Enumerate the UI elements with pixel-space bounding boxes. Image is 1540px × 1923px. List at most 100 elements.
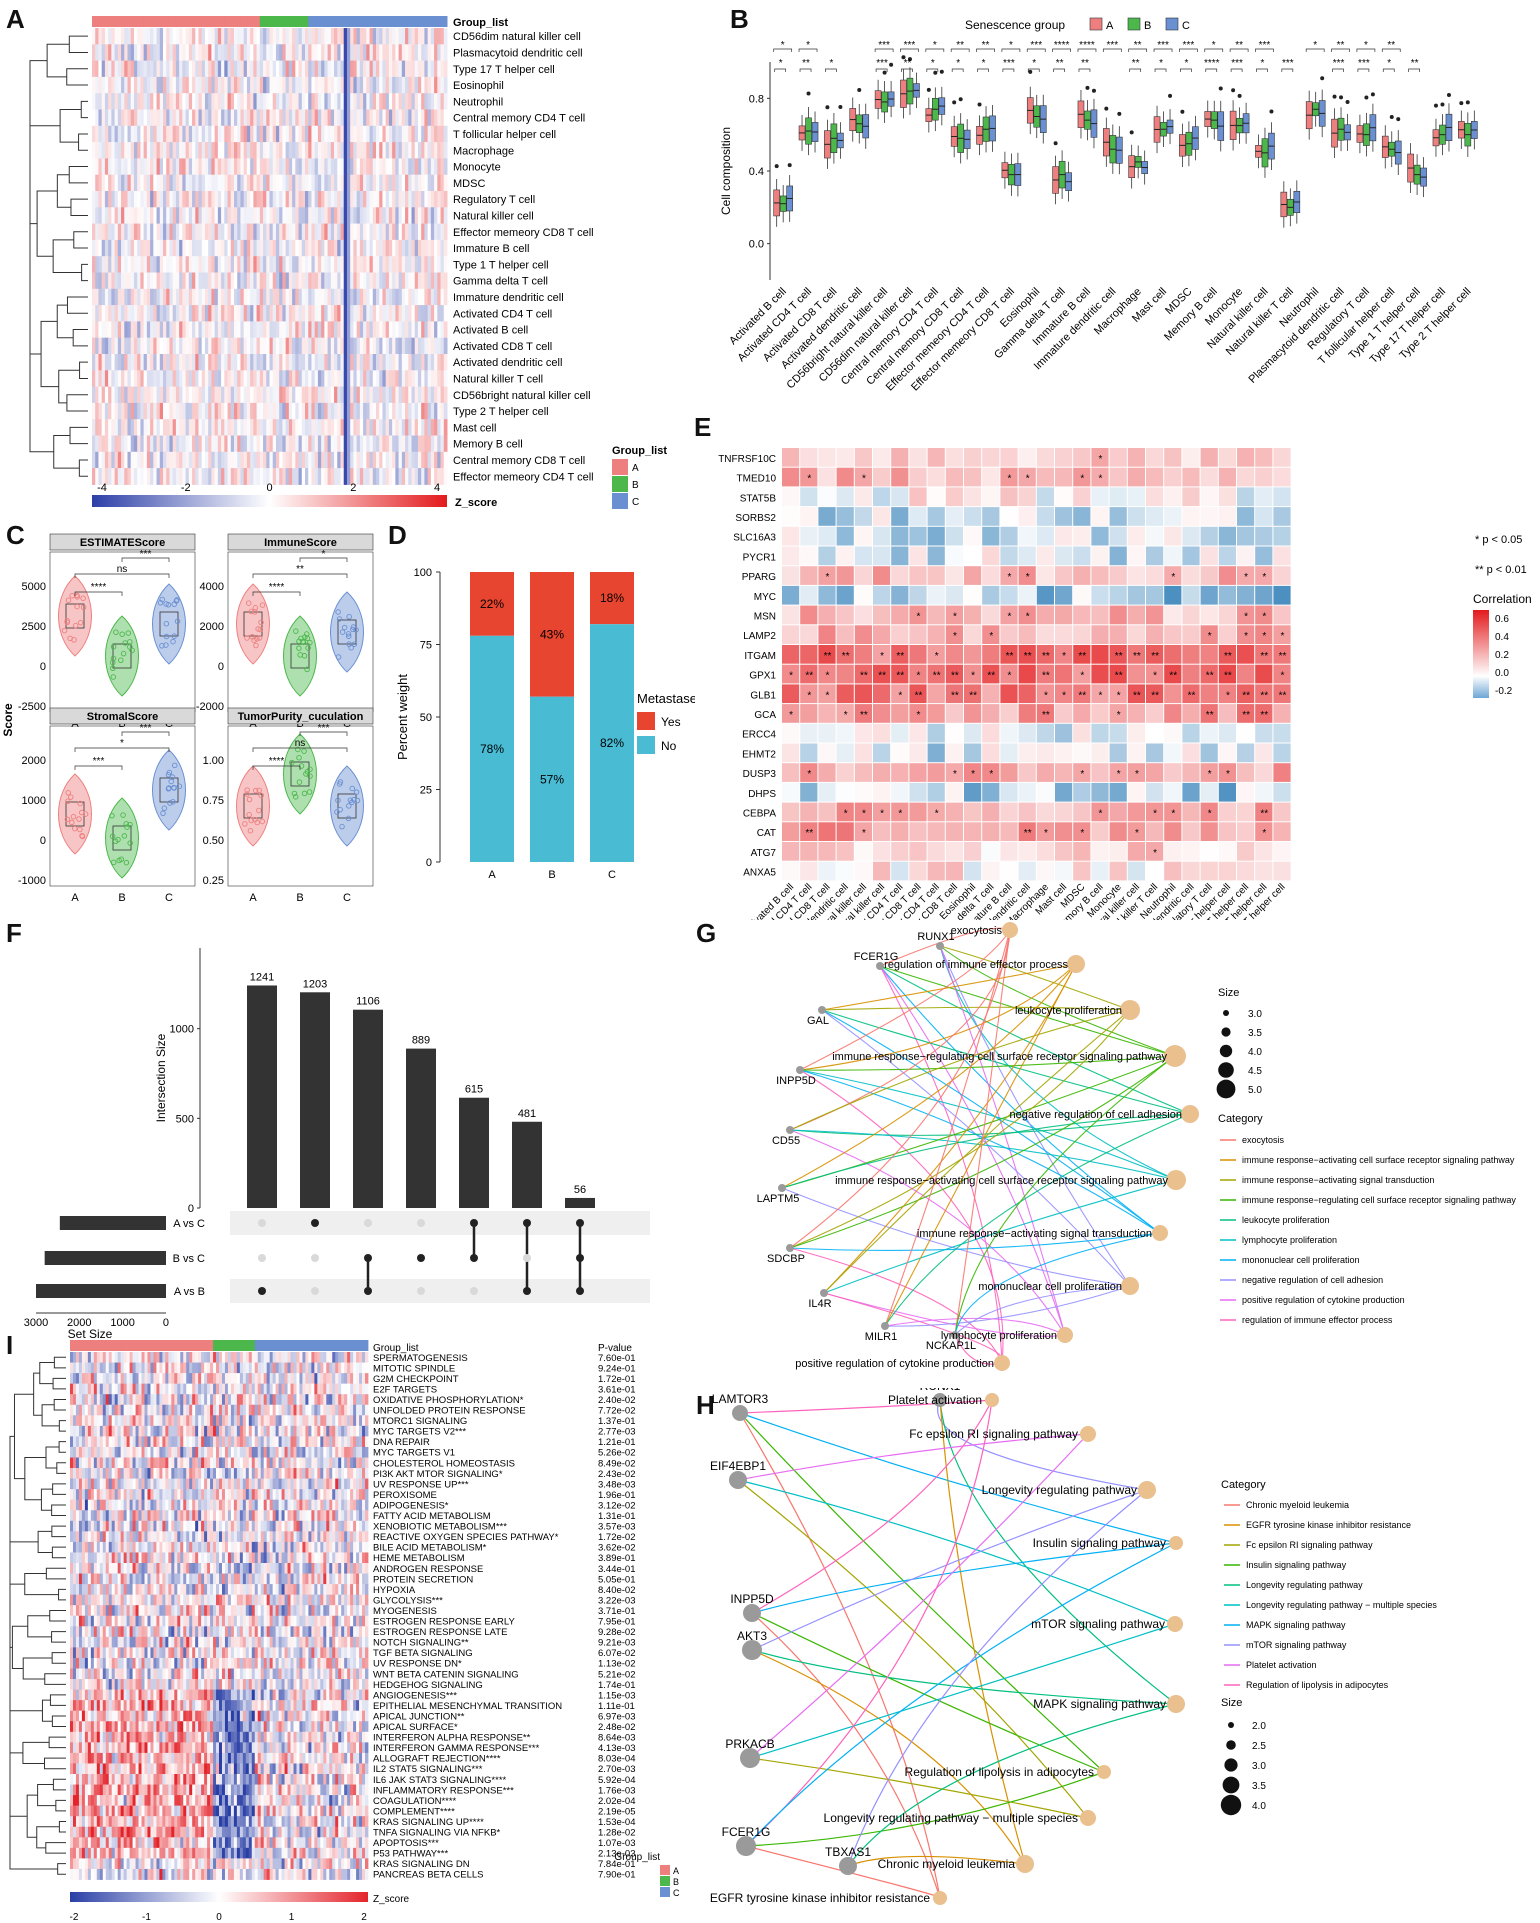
heatmap-cell bbox=[114, 207, 119, 225]
heatmap-cell bbox=[427, 60, 432, 78]
heatmap-cell bbox=[411, 419, 416, 436]
heatmap-cell bbox=[308, 142, 312, 159]
heatmap-cell bbox=[201, 288, 206, 306]
group-bar-cell bbox=[204, 16, 209, 27]
heatmap-cell bbox=[395, 93, 400, 110]
heatmap-cell bbox=[288, 125, 293, 143]
heatmap-cell bbox=[401, 305, 406, 322]
sig-mark: * bbox=[1008, 671, 1012, 682]
heatmap-cell bbox=[324, 207, 329, 225]
heatmap-cell bbox=[101, 435, 106, 453]
heatmap-cell bbox=[421, 468, 425, 485]
heatmap-cell bbox=[114, 174, 119, 192]
y-tick: 0.0 bbox=[749, 239, 764, 251]
heatmap-cell bbox=[95, 370, 99, 388]
heatmap-cell bbox=[98, 207, 103, 225]
corr-cell bbox=[1018, 802, 1036, 822]
corr-cell bbox=[1091, 782, 1109, 802]
corr-cell bbox=[836, 645, 854, 664]
corr-cell bbox=[854, 566, 872, 585]
sig-bracket bbox=[875, 68, 888, 72]
heatmap-cell bbox=[443, 223, 448, 241]
heatmap-cell bbox=[140, 435, 145, 453]
heatmap-cell bbox=[221, 321, 225, 339]
heatmap-cell bbox=[405, 386, 409, 404]
heatmap-cell bbox=[143, 419, 148, 436]
heatmap-cell bbox=[130, 207, 135, 225]
heatmap-cell bbox=[372, 370, 377, 388]
corr-cell bbox=[1036, 605, 1054, 625]
heatmap-cell bbox=[172, 109, 177, 127]
heatmap-cell bbox=[327, 44, 332, 62]
corr-cell bbox=[945, 448, 963, 467]
corr-cell bbox=[1073, 546, 1091, 566]
heatmap-cell bbox=[379, 76, 383, 94]
heatmap-cell bbox=[250, 468, 254, 485]
heatmap-cell bbox=[130, 288, 135, 306]
heatmap-cell bbox=[185, 321, 190, 339]
subplot-title: ESTIMATEScore bbox=[80, 537, 165, 549]
heatmap-cell bbox=[243, 44, 248, 62]
heatmap-cell bbox=[114, 386, 119, 404]
heatmap-cell bbox=[363, 288, 367, 306]
heatmap-cell bbox=[369, 44, 374, 62]
corr-cell bbox=[1255, 625, 1273, 644]
heatmap-cell bbox=[324, 93, 329, 110]
heatmap-cell bbox=[227, 354, 232, 371]
heatmap-cell bbox=[130, 370, 135, 388]
group-bar-cell bbox=[376, 16, 380, 27]
corr-cell bbox=[1164, 507, 1182, 526]
heatmap-cell bbox=[169, 239, 174, 257]
corr-cell bbox=[1018, 625, 1036, 644]
heatmap-cell bbox=[182, 158, 187, 176]
heatmap-cell bbox=[204, 256, 209, 273]
jitter-point bbox=[305, 645, 311, 651]
jitter-point bbox=[246, 796, 253, 803]
heatmap-cell bbox=[292, 174, 296, 192]
heatmap-cell bbox=[437, 288, 442, 306]
heatmap-cell bbox=[292, 93, 296, 110]
heatmap-cell bbox=[253, 451, 258, 469]
heatmap-cell bbox=[443, 239, 448, 257]
heatmap-cell bbox=[133, 354, 138, 371]
heatmap-cell bbox=[414, 125, 419, 143]
heatmap-cell bbox=[246, 305, 251, 322]
corr-cell bbox=[1000, 566, 1018, 585]
y-tick: 0.8 bbox=[749, 93, 764, 105]
data-label-yes: 18% bbox=[600, 591, 624, 605]
group-bar-cell bbox=[198, 16, 203, 27]
heatmap-cell bbox=[146, 239, 151, 257]
heatmap-cell bbox=[230, 256, 235, 273]
panel-label-i: I bbox=[6, 1330, 14, 1360]
heatmap-cell bbox=[98, 76, 103, 94]
jitter-point bbox=[76, 816, 82, 822]
heatmap-cell bbox=[117, 354, 122, 371]
corr-cell bbox=[818, 782, 836, 802]
heatmap-cell bbox=[356, 125, 361, 143]
corr-cell bbox=[1273, 684, 1291, 704]
heatmap-cell bbox=[256, 256, 261, 273]
heatmap-cell bbox=[366, 256, 371, 273]
heatmap-cell bbox=[382, 93, 387, 110]
heatmap-cell bbox=[363, 419, 367, 436]
heatmap-cell bbox=[263, 239, 267, 257]
heatmap-cell bbox=[327, 256, 332, 273]
heatmap-cell bbox=[117, 272, 122, 290]
heatmap-cell bbox=[314, 223, 319, 241]
heatmap-cell bbox=[321, 288, 325, 306]
heatmap-cell bbox=[376, 44, 380, 62]
heatmap-cell bbox=[211, 158, 216, 176]
corr-cell bbox=[800, 526, 818, 546]
heatmap-cell bbox=[98, 272, 103, 290]
corr-cell bbox=[1055, 664, 1073, 684]
heatmap-cell bbox=[153, 468, 158, 485]
heatmap-cell bbox=[379, 191, 383, 208]
heatmap-cell bbox=[434, 435, 438, 453]
heatmap-cell bbox=[317, 272, 322, 290]
heatmap-cell bbox=[282, 435, 287, 453]
heatmap-cell bbox=[175, 191, 180, 208]
heatmap-cell bbox=[359, 125, 364, 143]
heatmap-cell bbox=[188, 44, 193, 62]
jitter-point bbox=[80, 595, 86, 601]
heatmap-cell bbox=[111, 386, 116, 404]
